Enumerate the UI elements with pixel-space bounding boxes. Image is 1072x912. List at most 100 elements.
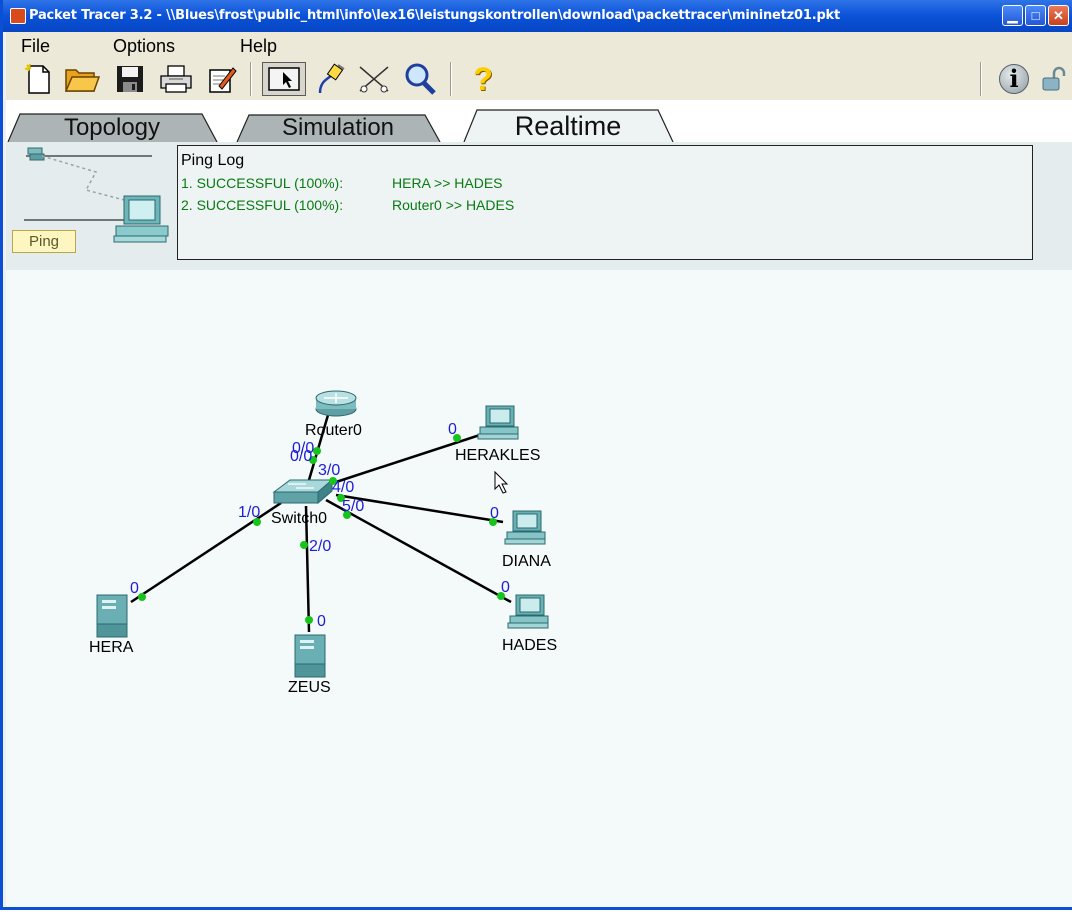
port-label: 0/0	[292, 440, 314, 457]
link-switch-herakles[interactable]	[332, 431, 487, 485]
delete-tool-button[interactable]	[356, 62, 392, 96]
tab-simulation-shape	[236, 114, 441, 142]
ping-result: 2. SUCCESSFUL (100%):	[181, 197, 344, 213]
small-switch-icon	[27, 147, 45, 161]
port-label: 0	[490, 505, 499, 522]
port-label: 0	[501, 579, 510, 596]
ping-illustration	[24, 147, 169, 243]
server-hera[interactable]: HERA	[89, 594, 134, 656]
lock-icon	[1042, 66, 1066, 91]
mouse-cursor	[494, 470, 509, 494]
toolbar: ? i	[6, 58, 1072, 101]
select-pointer-icon	[268, 67, 300, 91]
port-lights	[138, 434, 505, 624]
server-zeus[interactable]: ZEUS	[288, 634, 331, 696]
print-button[interactable]	[158, 62, 194, 96]
pc-herakles[interactable]: HERAKLES	[455, 405, 540, 464]
ping-result: 1. SUCCESSFUL (100%):	[181, 175, 344, 191]
toolbar-separator	[250, 62, 252, 96]
switch0[interactable]: Switch0	[271, 478, 334, 527]
help-question-icon: ?	[473, 60, 493, 97]
port-label: 5/0	[342, 498, 364, 515]
ping-route: HERA >> HADES	[392, 175, 503, 191]
tab-realtime[interactable]: Realtime	[462, 108, 674, 142]
network-diagram: Router0 Switch0 HERAKLES DIANA HADES	[89, 390, 557, 696]
delete-icon	[359, 66, 389, 93]
menu-options[interactable]: Options	[113, 36, 176, 56]
port-light	[343, 511, 351, 519]
port-label: 3/0	[318, 462, 340, 479]
port-label: 2/0	[309, 538, 331, 555]
open-button[interactable]	[64, 62, 100, 96]
port-label: 0	[448, 421, 457, 438]
new-file-button[interactable]	[20, 62, 56, 96]
edit-notes-icon	[209, 67, 237, 93]
pc-hades[interactable]: HADES	[502, 594, 557, 654]
port-light	[329, 477, 337, 485]
tab-realtime-shape	[463, 109, 674, 142]
diana-label: DIANA	[502, 553, 551, 570]
port-labels: 0/0 0/0 3/0 4/0 5/0 1/0 2/0 0 0 0 0 0	[130, 421, 510, 630]
inspect-tool-button[interactable]	[402, 62, 438, 96]
save-button[interactable]	[112, 62, 148, 96]
help-button[interactable]: ?	[465, 60, 501, 97]
port-light	[337, 494, 345, 502]
router0-label: Router0	[305, 422, 362, 439]
select-tool-button[interactable]	[262, 62, 306, 96]
mode-tabs: Topology Simulation Realtime	[6, 100, 1072, 142]
zeus-label: ZEUS	[288, 679, 331, 696]
app-icon[interactable]	[10, 8, 26, 24]
menu-bar: File Options Help	[6, 32, 1072, 58]
notes-button[interactable]	[204, 62, 240, 96]
port-label: 0/0	[290, 448, 312, 465]
connect-cable-icon	[318, 63, 345, 94]
port-light	[313, 447, 321, 455]
ping-log-title: Ping Log	[181, 152, 245, 169]
maximize-button[interactable]: □	[1025, 5, 1046, 26]
port-label: 4/0	[332, 479, 354, 496]
link-switch-diana[interactable]	[335, 493, 504, 524]
window-title: Packet Tracer 3.2 - \\Blues\frost\public…	[29, 8, 841, 23]
port-light	[489, 518, 497, 526]
ping-log-entry: 2. SUCCESSFUL (100%):Router0 >> HADES	[181, 197, 514, 213]
port-light	[253, 518, 261, 526]
menu-file[interactable]: File	[21, 36, 51, 56]
close-button[interactable]: ✕	[1048, 5, 1069, 26]
link-switch-zeus[interactable]	[304, 505, 311, 633]
router0[interactable]: Router0	[305, 390, 362, 439]
tab-topology[interactable]: Topology	[6, 112, 218, 142]
port-light	[453, 434, 461, 442]
switch0-label: Switch0	[271, 510, 327, 527]
tab-simulation[interactable]: Simulation	[235, 112, 441, 142]
hades-label: HADES	[502, 637, 557, 654]
port-light	[309, 456, 317, 464]
inspect-magnifier-icon	[405, 63, 436, 95]
toolbar-separator	[450, 62, 452, 96]
new-file-icon	[24, 63, 50, 94]
tab-realtime-label: Realtime	[514, 111, 622, 141]
ping-button[interactable]: Ping	[12, 230, 76, 253]
herakles-label: HERAKLES	[455, 447, 540, 464]
menu-help[interactable]: Help	[240, 36, 278, 56]
minimize-button[interactable]: ▁	[1002, 5, 1023, 26]
ping-log-entry: 1. SUCCESSFUL (100%): HERA >> HADES	[181, 175, 503, 191]
topology-workspace[interactable]: Router0 Switch0 HERAKLES DIANA HADES	[6, 270, 1072, 907]
title-bar[interactable]: Packet Tracer 3.2 - \\Blues\frost\public…	[3, 0, 1072, 32]
small-pc-icon	[113, 195, 169, 243]
pc-diana[interactable]: DIANA	[502, 510, 551, 570]
port-light	[305, 616, 313, 624]
port-light	[497, 592, 505, 600]
toolbar-separator	[980, 62, 982, 96]
tab-topology-label: Topology	[63, 114, 161, 141]
info-button[interactable]: i	[996, 62, 1032, 96]
port-light	[300, 541, 308, 549]
link-switch-hades[interactable]	[325, 498, 512, 604]
port-light	[138, 593, 146, 601]
info-icon: i	[999, 64, 1029, 94]
open-folder-icon	[64, 69, 100, 92]
lock-button[interactable]	[1038, 62, 1068, 96]
print-icon	[160, 65, 192, 93]
ping-log: Ping Log 1. SUCCESSFUL (100%): HERA >> HA…	[177, 145, 1033, 260]
connect-tool-button[interactable]	[312, 62, 348, 96]
save-disk-icon	[117, 66, 143, 92]
